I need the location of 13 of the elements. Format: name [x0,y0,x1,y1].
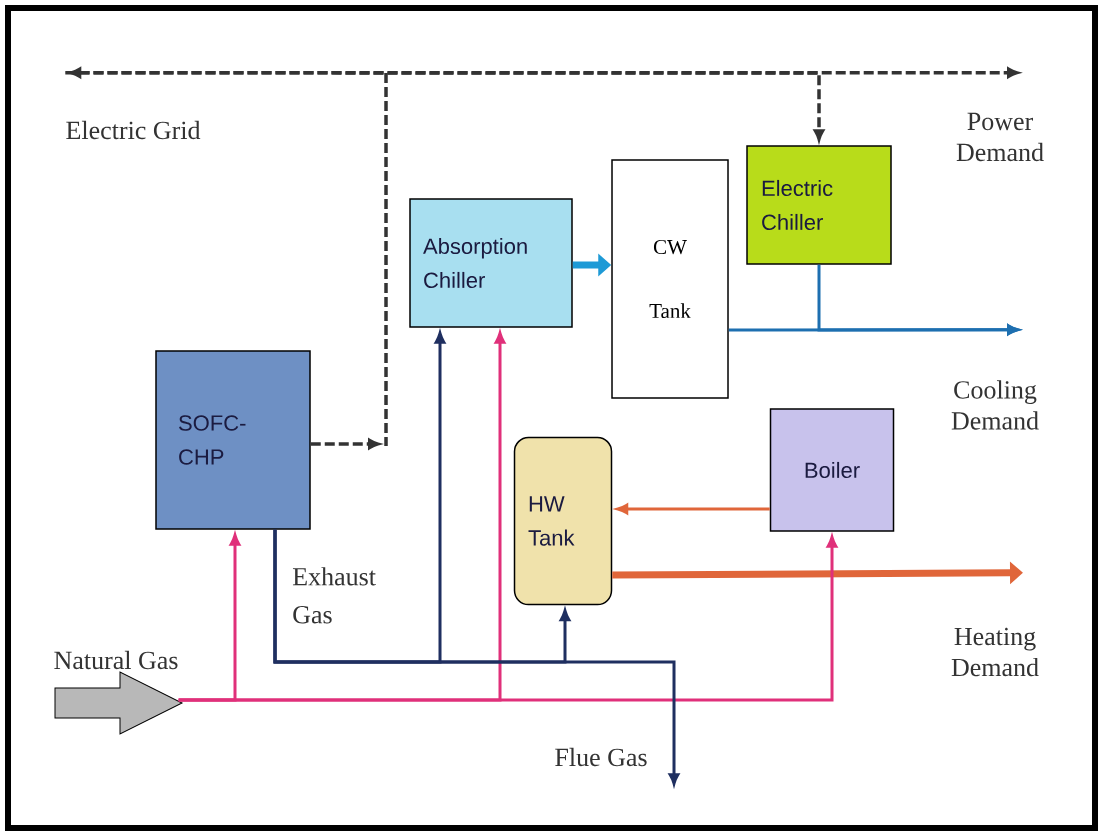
flow-label: Flue Gas [555,747,647,767]
component-box: Absorption Chiller [409,198,573,328]
component-box: Electric Chiller [746,145,892,265]
flow-label: Electric Grid [66,120,201,140]
tank-box: CW Tank [611,159,729,399]
flow-label: Natural Gas [54,650,178,670]
flow-label: Cooling Demand [951,380,1039,430]
tank-box: HW Tank [513,436,613,606]
component-box: Boiler [769,408,895,532]
edge-label: Exhaust Gas [290,565,395,626]
component-box: SOFC-CHP [155,350,311,530]
flow-label: Power Demand [956,112,1044,162]
flow-label: Heating Demand [951,627,1039,677]
